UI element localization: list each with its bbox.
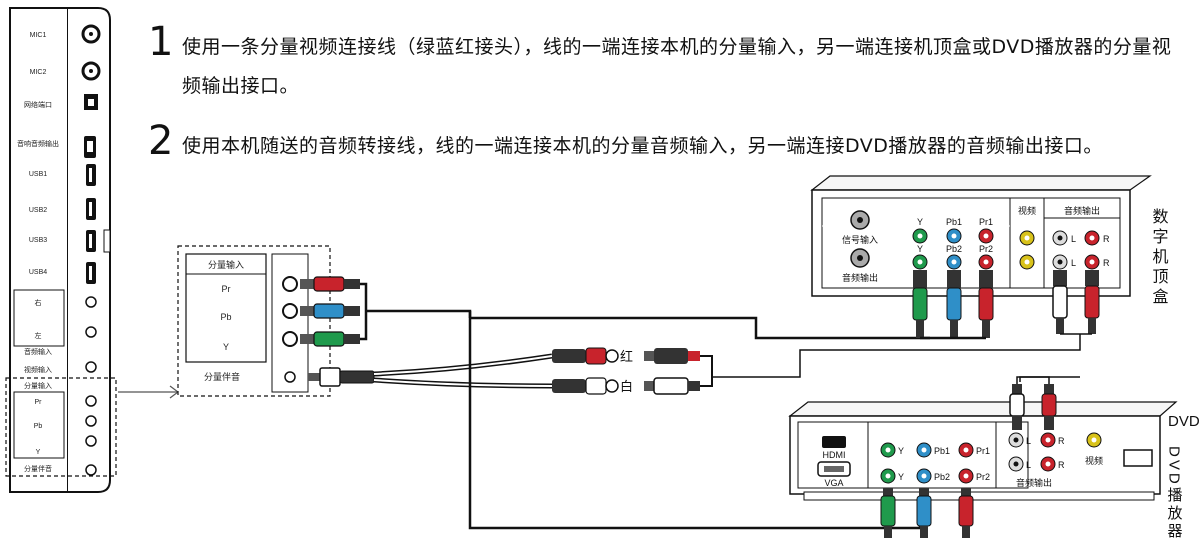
step-text-1: 使用一条分量视频连接线（绿蓝红接头），线的一端连接本机的分量输入，另一端连接机顶… (182, 36, 1172, 97)
tv-label: 分量输入 (24, 381, 52, 390)
tv-label: MIC1 (30, 32, 47, 39)
tv-label: 音频输入 (24, 347, 52, 356)
stb-label: Y (917, 217, 923, 227)
component-plugs-tv (300, 276, 472, 347)
stb-label: Y (917, 244, 923, 254)
tv-label: 分量伴音 (24, 464, 52, 473)
stb-labels: 信号输入 音频输出 Y Pb1 Pr1 Y Pb2 Pr2 视频 音频输出 L … (842, 205, 1110, 283)
tv-label: 音响音频输出 (17, 139, 59, 148)
stb-label: R (1103, 258, 1110, 268)
step-number-2: 2 (148, 118, 174, 164)
step-text-2: 使用本机随送的音频转接线，线的一端连接本机的分量音频输入，另一端连接DVD播放器… (182, 135, 1103, 157)
dvd-label: R (1058, 460, 1065, 470)
tv-label: USB4 (29, 269, 47, 276)
dvd-label: R (1058, 436, 1065, 446)
dvd-label: Y (898, 472, 904, 482)
tv-label: Y (36, 449, 41, 456)
dvd-label: Pb1 (934, 446, 950, 456)
zoom-label: Pb (220, 312, 231, 322)
dvd-label: Pr1 (976, 446, 990, 456)
zoom-panel-labels: 分量输入 Pr Pb Y 分量伴音 (204, 259, 244, 382)
tv-label: Pb (34, 423, 43, 430)
zoom-label: Pr (222, 284, 231, 294)
dvd-labels: HDMI VGA Y Pb1 Pr1 Y Pb2 Pr2 L R L R 视频 … (823, 436, 1104, 488)
dvd-label: Y (898, 446, 904, 456)
stb-label: 音频输出 (1064, 205, 1100, 216)
white-label: 白 (620, 379, 633, 394)
stb-label: L (1071, 258, 1076, 268)
tv-label: 左 (35, 331, 42, 340)
dvd-label: HDMI (823, 450, 846, 460)
dvd-player (788, 401, 1178, 501)
red-label: 红 (620, 349, 633, 364)
dvd-label: L (1026, 436, 1031, 446)
tv-label: Pr (35, 399, 43, 406)
tv-back-panel (5, 7, 117, 493)
stb-label: 信号输入 (842, 234, 878, 245)
zoom-label: 分量输入 (208, 259, 244, 270)
zoom-label: Y (223, 342, 229, 352)
stb-label: 视频 (1018, 205, 1036, 216)
tv-label: 网络端口 (24, 100, 52, 109)
stb-label: Pb1 (946, 217, 962, 227)
audio-adapter: 红 白 (308, 347, 713, 395)
stb-label: L (1071, 234, 1076, 244)
tv-label: 右 (35, 298, 42, 307)
zoom-arrow (118, 385, 179, 399)
stb-label: Pb2 (946, 244, 962, 254)
dvd-label: VGA (824, 478, 843, 488)
dvd-label: 音频输出 (1016, 477, 1052, 488)
dvd-name: DVD播放器 (1166, 446, 1183, 541)
stb-label: Pr2 (979, 244, 993, 254)
zoom-panel (177, 245, 331, 397)
stb-label: R (1103, 234, 1110, 244)
step-number-1: 1 (148, 19, 174, 65)
stb-name: 数字机顶盒 (1150, 208, 1169, 308)
set-top-box (810, 175, 1152, 297)
dvd-label: Pr2 (976, 472, 990, 482)
tv-ports (81, 24, 101, 476)
dvd-name-latin: DVD (1168, 413, 1200, 430)
stb-label: 音频输出 (842, 272, 878, 283)
dvd-label: Pb2 (934, 472, 950, 482)
dvd-plugs (880, 376, 1057, 538)
tv-label: USB2 (29, 207, 47, 214)
tv-label: USB1 (29, 171, 47, 178)
dvd-label: L (1026, 460, 1031, 470)
dvd-label: 视频 (1085, 455, 1103, 466)
zoom-label: 分量伴音 (204, 371, 240, 382)
stb-plugs (912, 270, 1100, 340)
dvd-jacks (880, 432, 1102, 484)
stb-label: Pr1 (979, 217, 993, 227)
tv-label: MIC2 (30, 69, 47, 76)
tv-panel-labels: MIC1 MIC2 网络端口 音响音频输出 USB1 USB2 USB3 USB… (17, 32, 59, 473)
tv-label: 视频输入 (24, 365, 52, 374)
tv-label: USB3 (29, 237, 47, 244)
stb-jacks (912, 228, 1100, 270)
